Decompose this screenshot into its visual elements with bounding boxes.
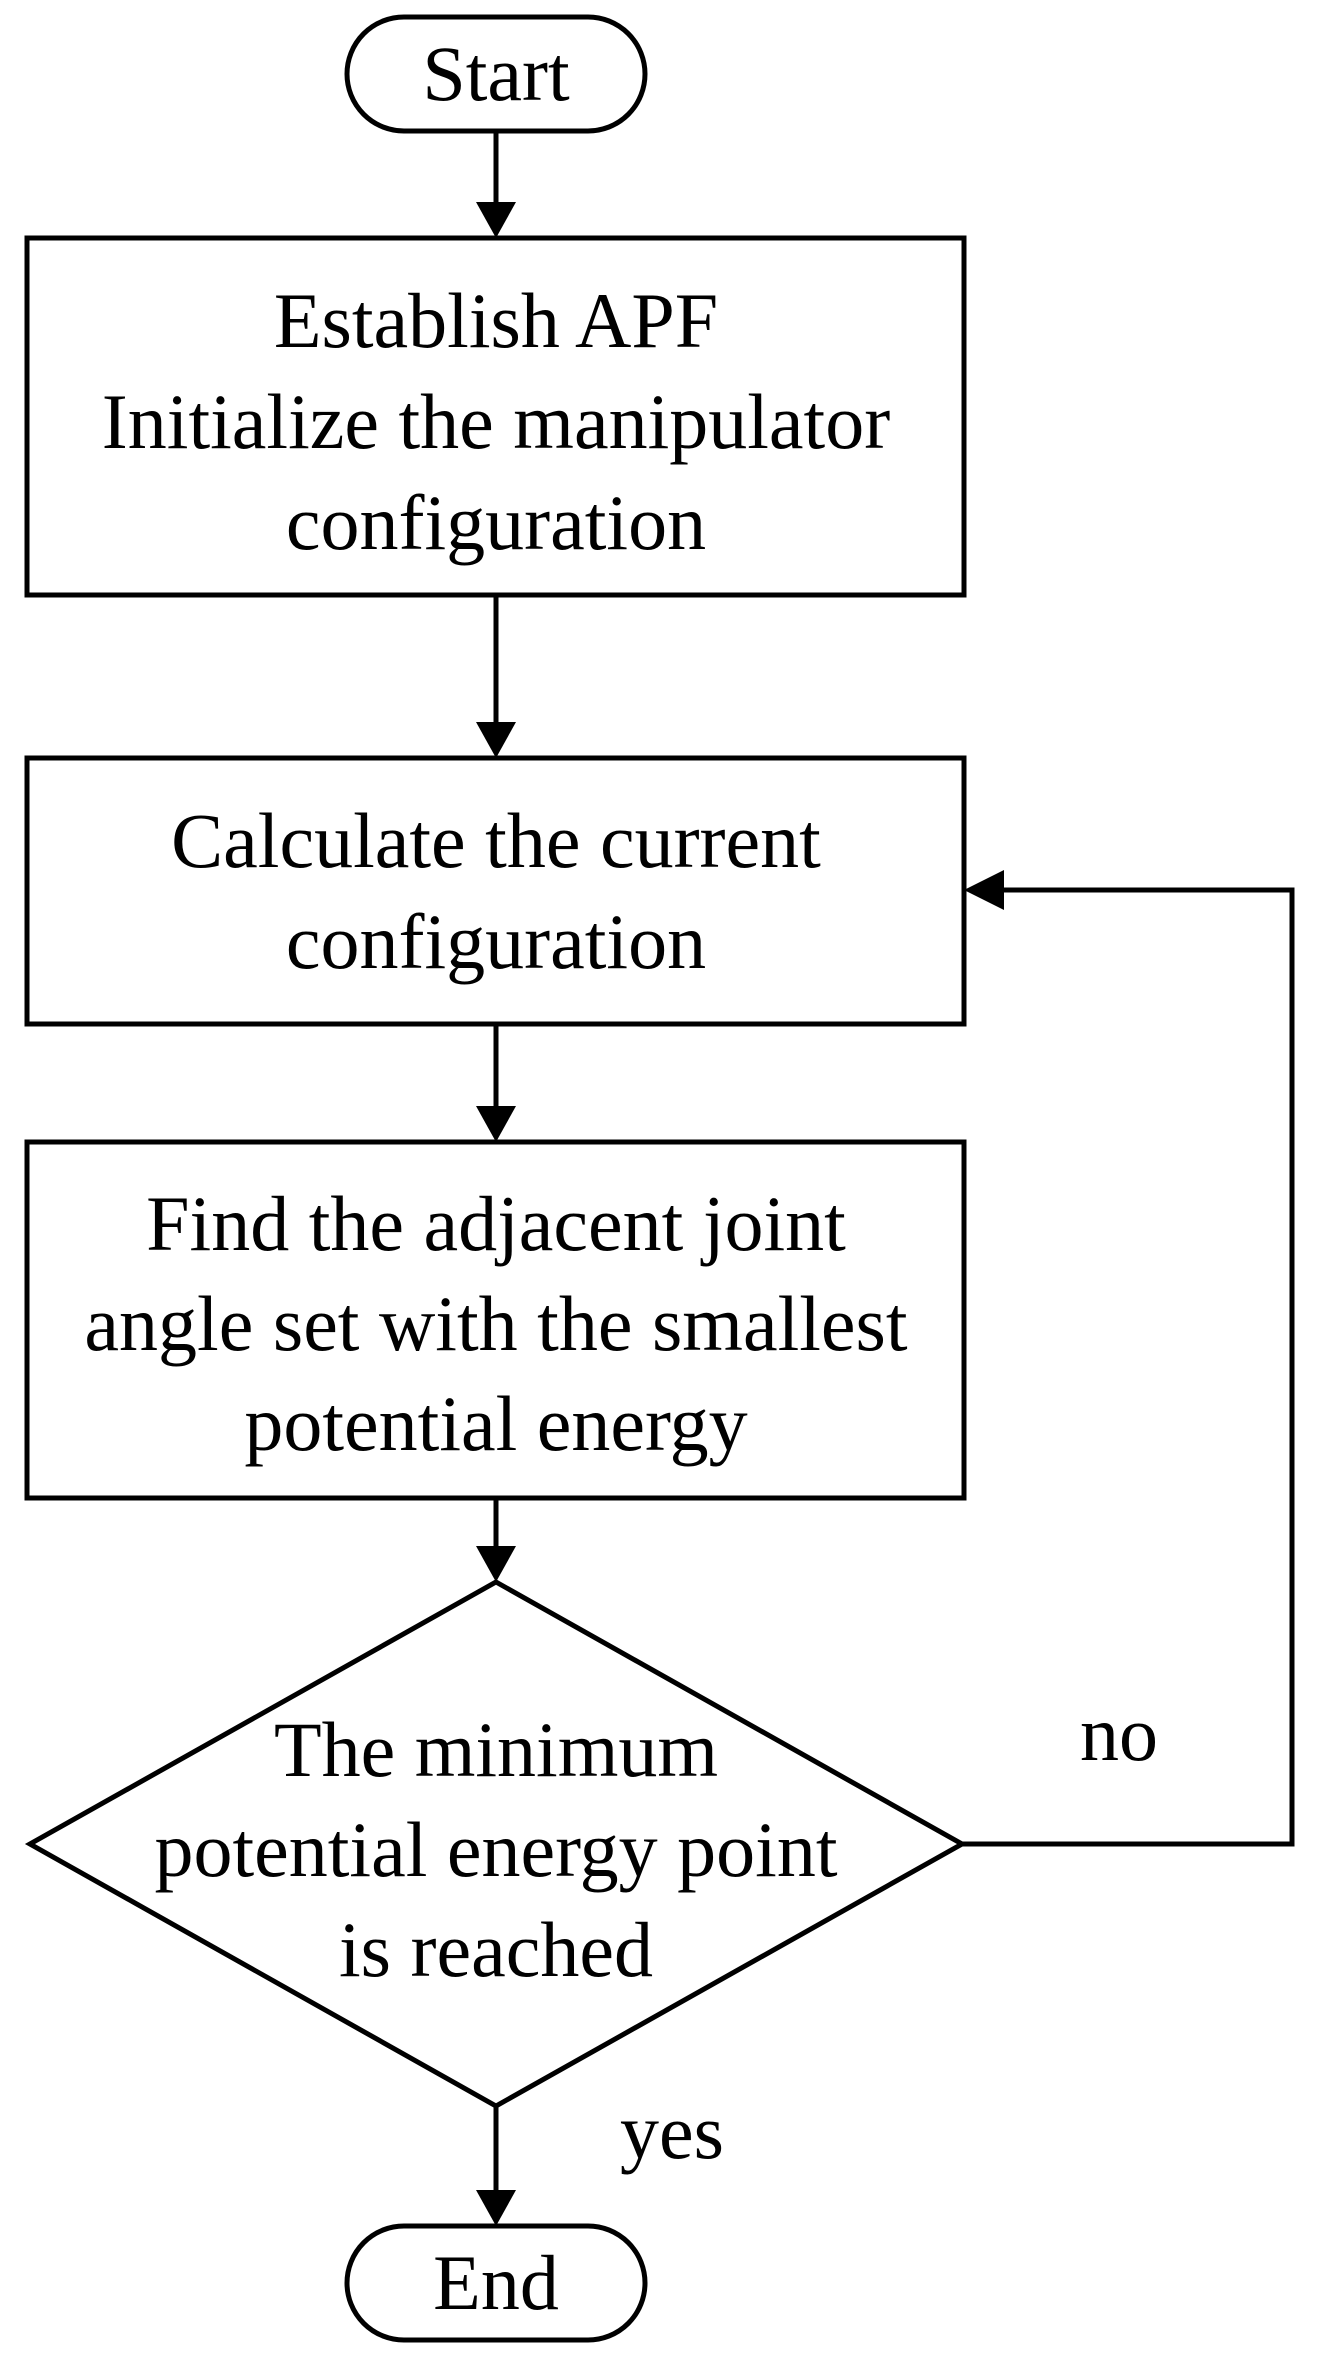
calculate-line-1: Calculate the current xyxy=(171,797,821,884)
arrowhead-find xyxy=(476,1106,516,1142)
connector-no-loop xyxy=(962,887,1295,1847)
establish-line-1: Establish APF xyxy=(274,277,718,364)
decision-line-3: is reached xyxy=(339,1906,653,1993)
decision-line-2: potential energy point xyxy=(154,1806,837,1893)
find-line-1: Find the adjacent joint xyxy=(146,1180,846,1267)
edge-label-yes: yes xyxy=(620,2088,724,2175)
arrowhead-decision xyxy=(476,1546,516,1582)
calculate-line-2: configuration xyxy=(286,898,706,985)
process-establish-apf: Establish APF Initialize the manipulator… xyxy=(24,235,967,598)
start-terminal: Start xyxy=(344,14,648,134)
edge-label-no: no xyxy=(1080,1690,1158,1777)
process-establish-apf-shape xyxy=(24,235,967,598)
end-terminal: End xyxy=(344,2223,648,2343)
process-find-joint-angle-set: Find the adjacent joint angle set with t… xyxy=(24,1139,967,1501)
end-label: End xyxy=(433,2239,559,2326)
arrowhead-no-loop xyxy=(964,870,1004,910)
arrowhead-end xyxy=(476,2190,516,2226)
decision-line-1: The minimum xyxy=(274,1706,718,1793)
start-label: Start xyxy=(422,30,570,117)
arrowhead-calculate xyxy=(476,722,516,758)
find-line-2: angle set with the smallest xyxy=(84,1280,907,1367)
process-find-joint-angle-set-shape xyxy=(24,1139,967,1501)
process-calculate-configuration: Calculate the current configuration xyxy=(24,755,967,1027)
decision-minimum-reached: The minimum potential energy point is re… xyxy=(24,1579,968,2109)
establish-line-3: configuration xyxy=(286,479,706,566)
arrowhead-establish xyxy=(476,202,516,238)
end-terminal-shape xyxy=(344,2223,648,2343)
find-line-3: potential energy xyxy=(244,1380,747,1467)
establish-line-2: Initialize the manipulator xyxy=(102,378,890,465)
